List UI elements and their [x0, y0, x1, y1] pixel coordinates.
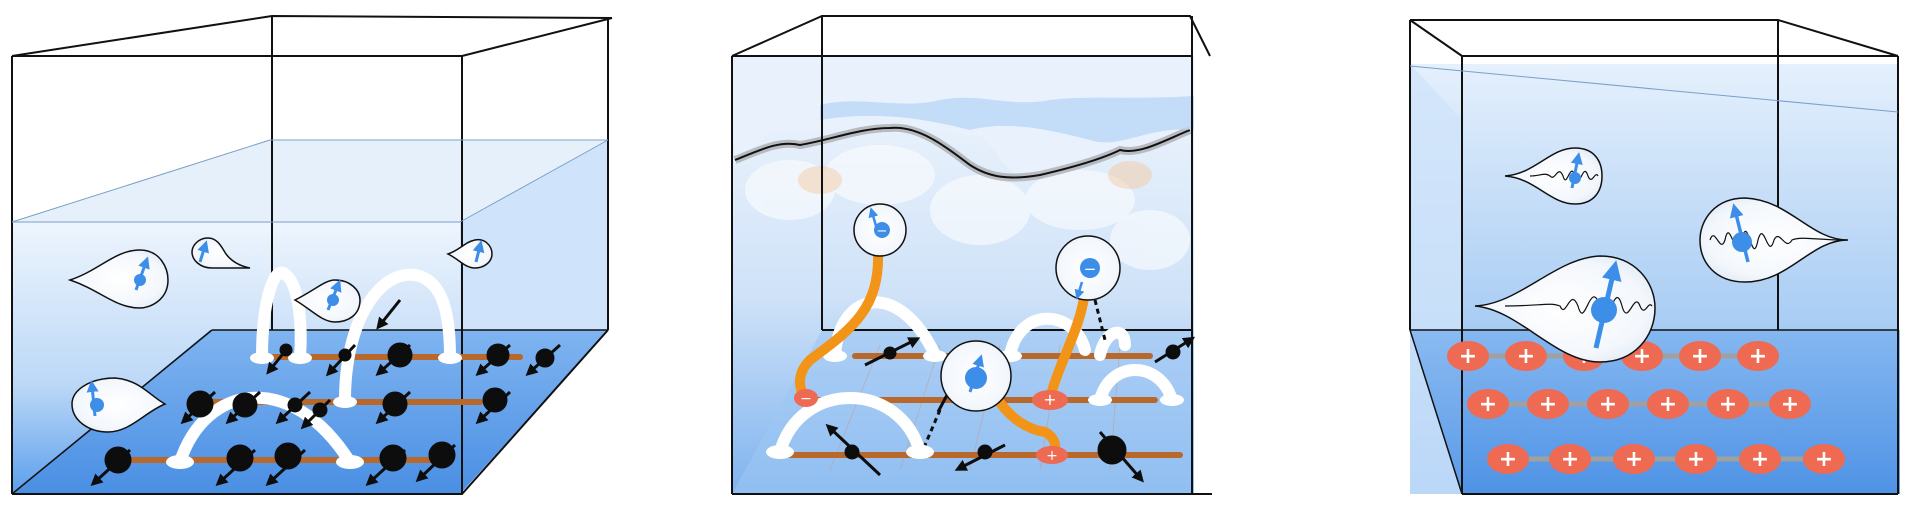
spin-arrow [475, 387, 512, 425]
wavepacket-small [1504, 147, 1603, 205]
spin-arrow [215, 444, 257, 487]
plus-ion-label: + [1815, 447, 1833, 472]
plus-ion-label: + [1749, 344, 1767, 369]
plus-ion [1613, 444, 1655, 474]
plus-ion [1505, 341, 1547, 371]
wavepacket-large [1474, 255, 1656, 363]
plus-ion [1679, 341, 1721, 371]
panel-left [11, 14, 613, 495]
spin-arrow [1154, 336, 1196, 364]
electron-minus-label: − [1084, 260, 1097, 278]
arc-feet [166, 352, 462, 469]
plus-ion [1527, 389, 1569, 419]
plus-ion-label: + [1659, 392, 1677, 417]
spin-arrow [325, 343, 357, 377]
plus-ion [1447, 341, 1489, 371]
plus-ion [1467, 389, 1509, 419]
panel-middle: − + + − − [731, 15, 1212, 495]
electron-bubble [71, 377, 167, 433]
spin-arrow [525, 343, 562, 377]
plus-ion [1737, 341, 1779, 371]
hole-minus-label: − [800, 391, 812, 407]
spin-arrow [375, 342, 413, 377]
spin-arrow [365, 444, 407, 487]
spin-arrow [864, 337, 921, 367]
plus-ion [1769, 389, 1811, 419]
plus-ion-label: + [1633, 344, 1651, 369]
plus-ion [1675, 444, 1717, 474]
plus-ion-label: + [1517, 344, 1535, 369]
box-frame [1409, 19, 1899, 495]
electron-bubble [446, 238, 493, 269]
plus-ion-label: + [1781, 392, 1799, 417]
plus-ion [1487, 444, 1529, 474]
hole-plus-label: + [1043, 390, 1056, 409]
electron-circle: − [853, 203, 907, 257]
warm-spots [798, 161, 1152, 194]
spin-arrow [300, 398, 332, 430]
plus-ion-label: + [1751, 447, 1769, 472]
wavepackets [1474, 147, 1849, 363]
electron-minus-label: − [877, 224, 888, 239]
electron-circle [940, 340, 1012, 412]
plus-ion-label: + [1719, 392, 1737, 417]
plus-ion-label: + [1499, 447, 1517, 472]
fog [745, 145, 1190, 270]
electron-circle: − [1055, 235, 1121, 301]
wavepacket-medium [1699, 197, 1849, 283]
spin-arrow [825, 423, 882, 477]
spin-arrow [265, 442, 307, 487]
spin-arrow [225, 390, 262, 425]
electron-circles: − − [853, 203, 1121, 412]
plus-ion-label: + [1599, 392, 1617, 417]
plus-ion [1549, 444, 1591, 474]
spin-arrow [375, 390, 412, 425]
plus-ion-label: + [1625, 447, 1643, 472]
electron-bubble [191, 237, 251, 269]
spin-arrows [90, 299, 562, 487]
electron-bubble [67, 249, 169, 309]
spin-arrow [376, 299, 402, 330]
hole-plus-label: + [1046, 448, 1058, 464]
holes: − + + [794, 389, 1068, 464]
spin-arrow [1097, 431, 1144, 483]
spin-arrow [266, 343, 293, 375]
plus-ion [1803, 444, 1845, 474]
plus-ion-label: + [1459, 344, 1477, 369]
spin-arrow [275, 390, 312, 425]
plus-ion-label: + [1539, 392, 1557, 417]
spin-arrow [180, 390, 217, 425]
plus-ion-label: + [1691, 344, 1709, 369]
plus-ion-label: + [1687, 447, 1705, 472]
spin-arrow [954, 443, 1006, 471]
plus-ion [1587, 389, 1629, 419]
electron-bubble [293, 279, 361, 323]
plus-ion [1739, 444, 1781, 474]
plus-ion [1707, 389, 1749, 419]
plus-ion [1647, 389, 1689, 419]
box-frame [731, 15, 1212, 495]
spin-arrow [90, 446, 132, 487]
electron-bubbles [67, 237, 493, 433]
plus-ion-label: + [1479, 392, 1497, 417]
panel-right: ++++++++++++++++++ [1409, 19, 1900, 495]
box-frame [11, 14, 613, 495]
plus-ion-label: + [1561, 447, 1579, 472]
spin-arrow [415, 441, 457, 483]
spin-arrow [475, 343, 512, 377]
